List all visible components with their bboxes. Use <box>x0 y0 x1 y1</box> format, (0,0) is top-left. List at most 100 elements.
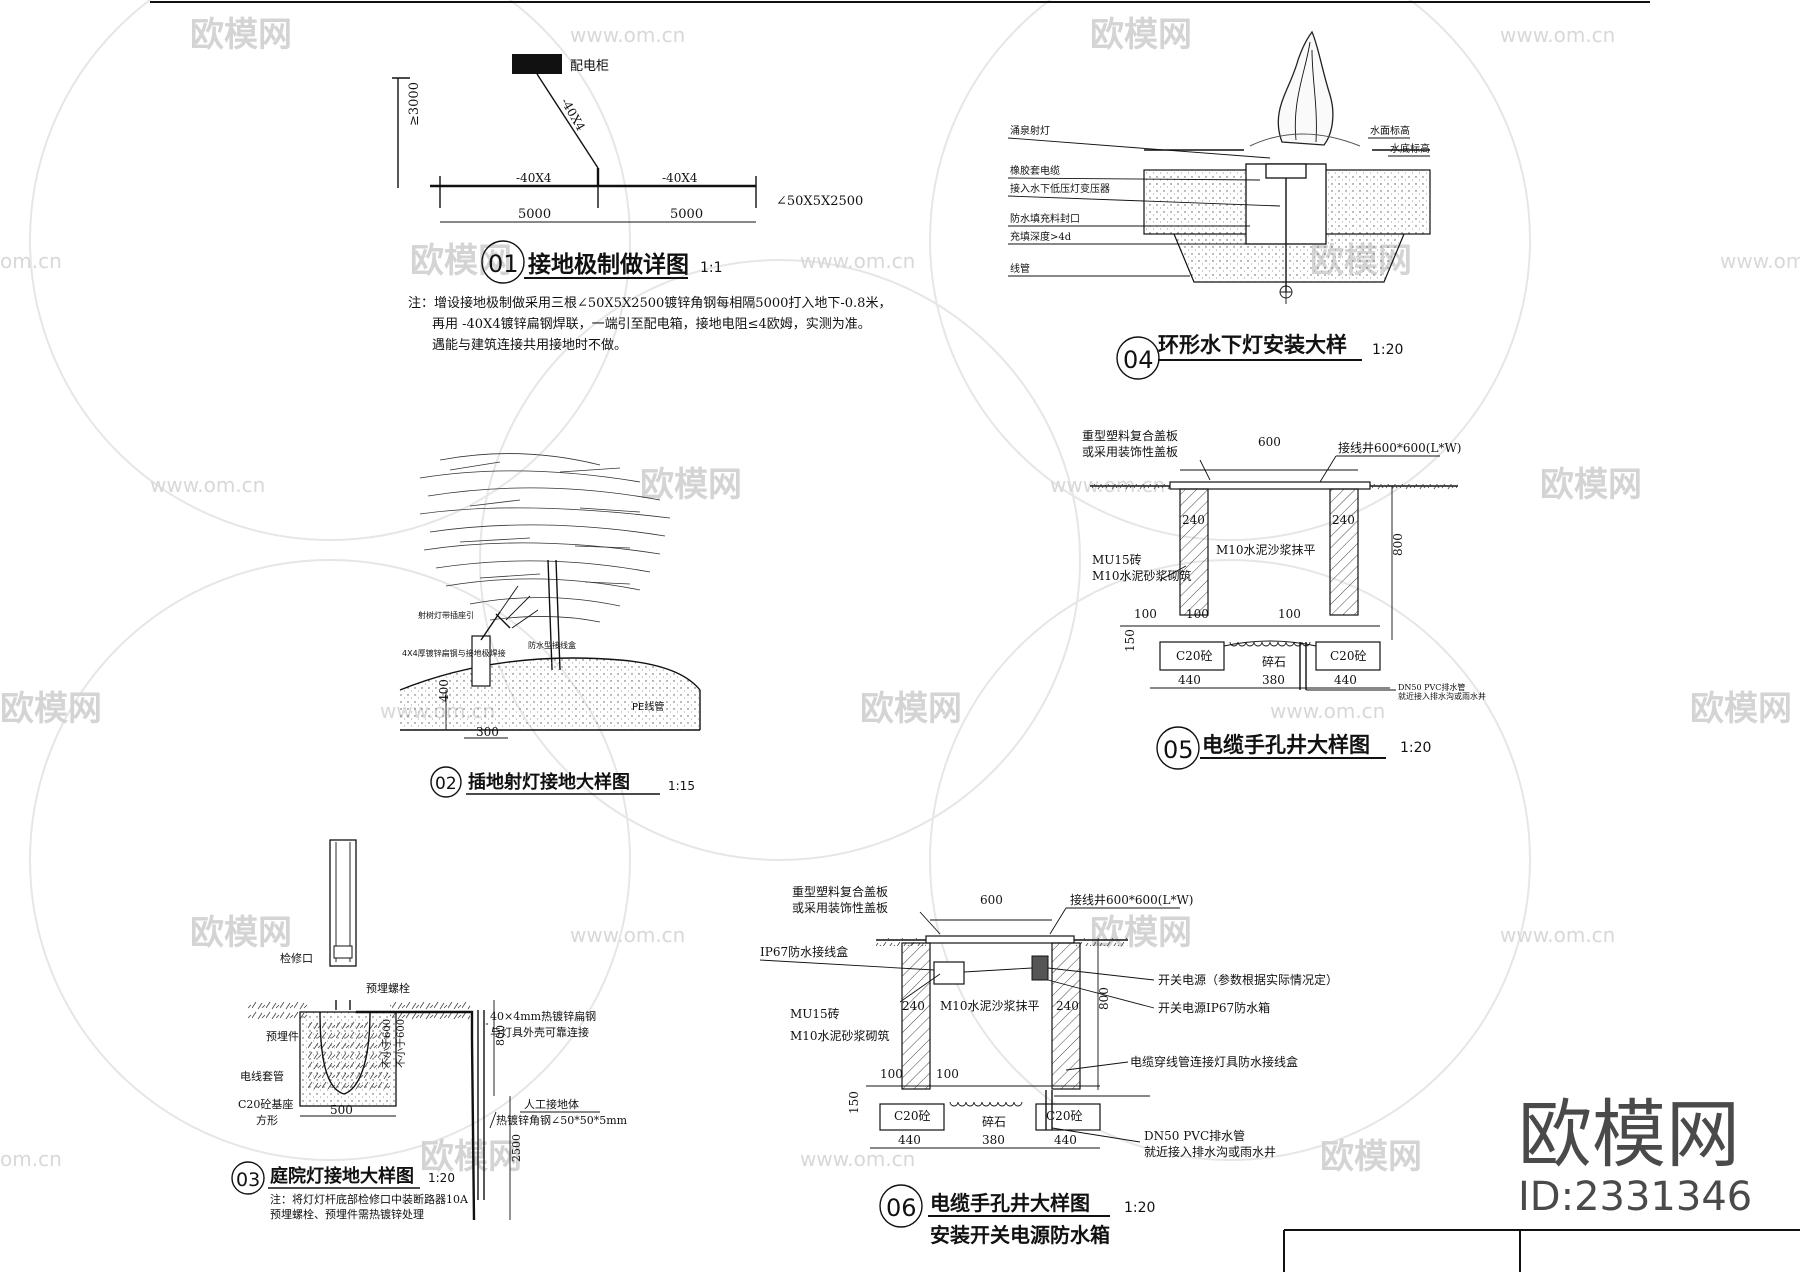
gravel <box>1223 640 1317 647</box>
detail-subtitle: 安装开关电源防水箱 <box>930 1223 1110 1247</box>
label-c20-left: C20砼 <box>894 1109 930 1123</box>
label-c20: C20砼基座 <box>238 1097 293 1111</box>
dim-100-b: 100 <box>1186 607 1209 621</box>
brand-logo-text: 欧模网 <box>1518 1092 1740 1178</box>
dim-380: 380 <box>1262 673 1285 687</box>
label-bolt: 预埋螺栓 <box>366 981 410 995</box>
label-sealant: 防水填充料封口 <box>1010 212 1080 225</box>
dim-800: 800 <box>1391 533 1405 556</box>
detail-number-circle <box>231 1161 265 1195</box>
detail-title: 接地极制做详图 <box>528 251 689 278</box>
brick-wall-right <box>1329 488 1359 616</box>
height-dim-line <box>392 77 410 188</box>
wiring <box>899 967 1033 1003</box>
detail-number: 02 <box>435 774 457 794</box>
label-square: 方形 <box>256 1113 278 1127</box>
label-mortar: M10水泥砂浆砌筑 <box>790 1028 890 1043</box>
watermark-brand: 欧模网 <box>190 15 292 55</box>
dim-100-a: 100 <box>1134 607 1157 621</box>
watermark-url: om.cn <box>0 1147 62 1171</box>
cover-plate <box>1169 481 1371 490</box>
label-mortar: M10水泥砂浆砌筑 <box>1092 568 1192 583</box>
steel-label-1: -40X4 <box>516 171 552 185</box>
dim-2500: 2500 <box>510 1134 523 1162</box>
ip67-junction-box <box>933 961 965 985</box>
dim-600: 600 <box>980 893 1003 907</box>
label-ip67-box: IP67防水接线盒 <box>760 944 848 959</box>
label-junction-box: 防水型接线盒 <box>528 640 576 650</box>
label-angle-steel: 热镀锌角钢∠50*50*5mm <box>496 1113 628 1127</box>
label-cover: 重型塑料复合盖板 <box>1082 428 1178 443</box>
c20-base-right <box>1315 641 1381 671</box>
brick-wall-left <box>901 942 931 1090</box>
detail-03-garden-light: 检修口 预埋螺栓 预埋件 电线套管 C20砼基座 方形 40×4mm热镀锌扁钢 … <box>231 839 628 1221</box>
label-brick: MU15砖 <box>790 1006 840 1021</box>
dim-440-b: 440 <box>1054 1133 1077 1147</box>
dim-100-c: 100 <box>1278 607 1301 621</box>
label-drain-note: 就近接入排水沟或雨水井 <box>1398 691 1486 701</box>
detail-number: 06 <box>886 1194 917 1222</box>
angle-steel-rod <box>477 1010 485 1200</box>
dim-5000-b: 5000 <box>670 207 703 222</box>
note-line-2: 再用 -40X4镀锌扁钢焊联，一端引至配电箱，接地电阻≤4欧姆，实测为准。 <box>432 316 871 332</box>
dim-300: 300 <box>476 725 499 739</box>
model-id: ID:2331346 <box>1518 1174 1752 1220</box>
watermark-brand: 欧模网 <box>1090 15 1192 55</box>
watermark-circles <box>29 0 1531 1161</box>
spike-light <box>471 635 491 687</box>
inspection-port <box>333 945 353 959</box>
label-min-600-b: 不小于600 <box>395 1019 407 1068</box>
label-cover-alt: 或采用装饰性盖板 <box>792 901 888 915</box>
drain-pipe <box>1045 1090 1053 1130</box>
watermark-brand: 欧模网 <box>1320 1137 1422 1177</box>
label-c20-right: C20砼 <box>1046 1109 1082 1123</box>
watermark-brand: 欧模网 <box>0 689 102 729</box>
label-lamp: 射树灯带插座引 <box>418 610 474 620</box>
label-plaster: M10水泥沙浆抹平 <box>940 998 1040 1013</box>
watermark-brand: 欧模网 <box>410 241 512 281</box>
watermark-url: www.om.cn <box>1720 249 1800 273</box>
dim-380: 380 <box>982 1133 1005 1147</box>
dim-800: 800 <box>494 1025 507 1046</box>
watermark-url: www.om.cn <box>1500 23 1615 47</box>
detail-number-circle <box>481 240 525 284</box>
dim-800: 800 <box>1097 987 1111 1010</box>
dim-150: 150 <box>1123 629 1137 652</box>
ground-line <box>400 690 701 731</box>
label-gravel: 碎石 <box>982 1114 1006 1129</box>
detail-title: 庭院灯接地大样图 <box>270 1165 414 1187</box>
label-cable: 橡胶套电缆 <box>1010 164 1060 177</box>
dim-150: 150 <box>847 1091 861 1114</box>
detail-01-grounding-electrode: 配电柜 -40X4 ≥3000 -40X4 -40X4 5000 5000 ∠5… <box>392 54 891 353</box>
label-brick: MU15砖 <box>1092 552 1142 567</box>
watermark-url: www.om.cn <box>800 249 915 273</box>
label-bottom-level: 水底标高 <box>1390 142 1430 155</box>
detail-scale: 1:1 <box>700 260 723 276</box>
lamp-body <box>1265 163 1307 179</box>
label-fill-depth: 充填深度>4d <box>1010 230 1072 243</box>
label-min-600-a: 不小于600 <box>381 1019 393 1068</box>
label-c20-left: C20砼 <box>1176 649 1212 663</box>
label-c20-right: C20砼 <box>1330 649 1366 663</box>
tree-canopy <box>419 453 671 623</box>
watermark-brand: 欧模网 <box>190 913 292 953</box>
detail-scale: 1:20 <box>1124 1200 1155 1216</box>
label-spotlight: 涌泉射灯 <box>1010 124 1050 137</box>
detail-scale: 1:15 <box>668 779 695 793</box>
angle-steel-label: ∠50X5X2500 <box>776 194 863 209</box>
c20-base-left <box>1159 641 1225 671</box>
note-line-1: 注：将灯灯杆底部检修口中装断路器10A <box>270 1192 469 1206</box>
detail-04-underwater-light: 涌泉射灯 橡胶套电缆 接入水下低压灯变压器 防水填充料封口 充填深度>4d 线管… <box>1007 30 1431 380</box>
watermark-url: www.om.cn <box>150 473 265 497</box>
label-conduit: 线管 <box>1010 262 1030 275</box>
title-block-frame <box>1283 1229 1800 1272</box>
label-well-size: 接线井600*600(L*W) <box>1338 440 1461 455</box>
watermark-url: www.om.cn <box>570 923 685 947</box>
conduit-loop <box>319 1011 371 1095</box>
label-cover-alt: 或采用装饰性盖板 <box>1082 445 1178 459</box>
detail-06-handhole-power-box: 重型塑料复合盖板 或采用装饰性盖板 接线井600*600(L*W) IP67防水… <box>759 884 1338 1247</box>
watermark-brand: 欧模网 <box>1540 465 1642 505</box>
dim-240-left: 240 <box>1182 513 1205 527</box>
detail-number: 04 <box>1123 346 1154 374</box>
drain-pipe <box>1299 642 1307 690</box>
